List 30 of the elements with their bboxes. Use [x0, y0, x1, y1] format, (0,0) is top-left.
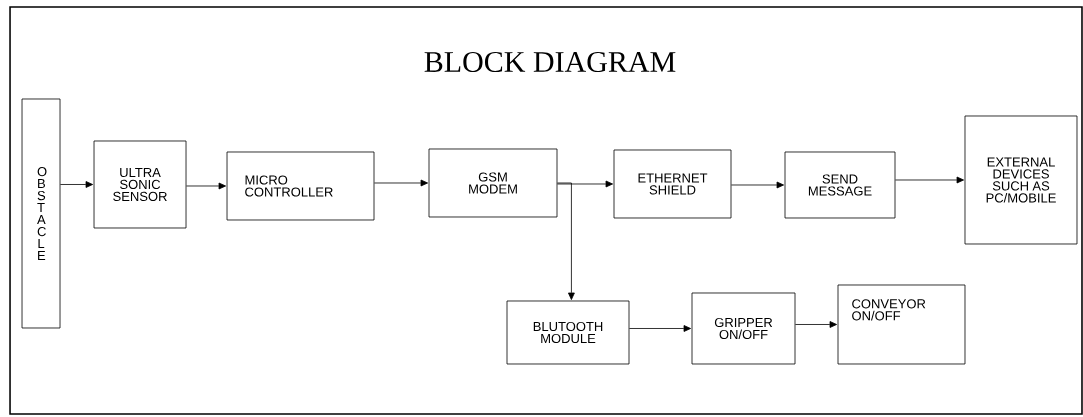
arrow — [186, 182, 226, 190]
arrow — [374, 179, 428, 187]
process-box — [784, 151, 896, 219]
arrow — [557, 180, 613, 188]
process-box — [964, 115, 1078, 245]
arrow — [557, 182, 575, 300]
process-box — [691, 292, 796, 365]
process-box — [613, 149, 732, 219]
box-label: EXTERNAL DEVICES SUCH AS PC/MOBILE — [986, 157, 1056, 203]
process-box — [506, 300, 630, 365]
process-box — [428, 148, 558, 218]
box-label: GSM MODEM — [469, 172, 517, 194]
title: BLOCK DIAGRAM — [424, 51, 676, 73]
process-box — [226, 151, 375, 221]
box-label: BLUTOOTH MODULE — [533, 321, 603, 344]
box-label: SEND MESSAGE — [808, 174, 872, 196]
arrow — [629, 325, 691, 332]
box-label: GRIPPER ON/OFF — [714, 317, 773, 340]
process-box — [93, 140, 187, 229]
box-label: CONVEYOR ON/OFF — [852, 299, 926, 321]
arrow — [731, 181, 784, 189]
process-box — [837, 284, 966, 365]
arrow — [795, 321, 837, 328]
box-label: MICRO CONTROLLER — [245, 175, 333, 197]
box-label: ETHERNET SHIELD — [638, 173, 708, 195]
box-label: ULTRA SONIC SENSOR — [113, 167, 167, 202]
arrow — [60, 181, 94, 188]
arrow — [895, 176, 964, 184]
box-label: O B S T A C L E — [37, 166, 47, 261]
process-box — [21, 98, 61, 329]
